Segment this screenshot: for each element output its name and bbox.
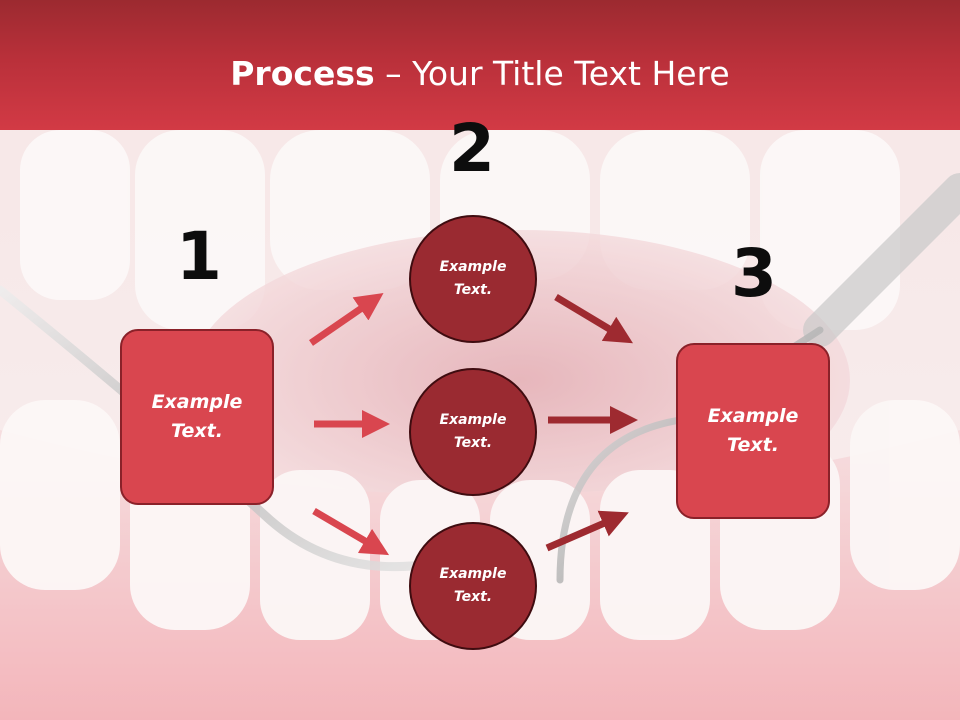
step-number-2: 2: [449, 110, 495, 187]
step-number-3: 3: [731, 235, 777, 312]
arrow-bottom-to-right: [545, 510, 629, 552]
step-3-box: Example Text.: [676, 343, 830, 519]
slide-title: Process – Your Title Text Here: [0, 54, 960, 94]
circle-middle-text: Example Text.: [439, 412, 507, 451]
circle-bottom-text: Example Text.: [439, 566, 507, 605]
step-3-box-text: Example Text.: [707, 405, 799, 456]
step-1-box-text: Example Text.: [151, 391, 243, 442]
step-2-circle-middle: Example Text.: [409, 368, 537, 496]
step-2-circle-bottom: Example Text.: [409, 522, 537, 650]
step-1-box: Example Text.: [120, 329, 274, 505]
title-bold: Process: [230, 54, 375, 93]
arrow-top-to-right: [554, 293, 634, 344]
step-2-circle-top: Example Text.: [409, 215, 537, 343]
arrow-left-to-top: [309, 293, 384, 346]
step-number-1: 1: [176, 218, 222, 295]
arrow-left-to-bottom: [312, 507, 390, 556]
title-bar: [0, 0, 960, 130]
circle-top-text: Example Text.: [439, 259, 507, 298]
title-rest: – Your Title Text Here: [374, 54, 730, 93]
